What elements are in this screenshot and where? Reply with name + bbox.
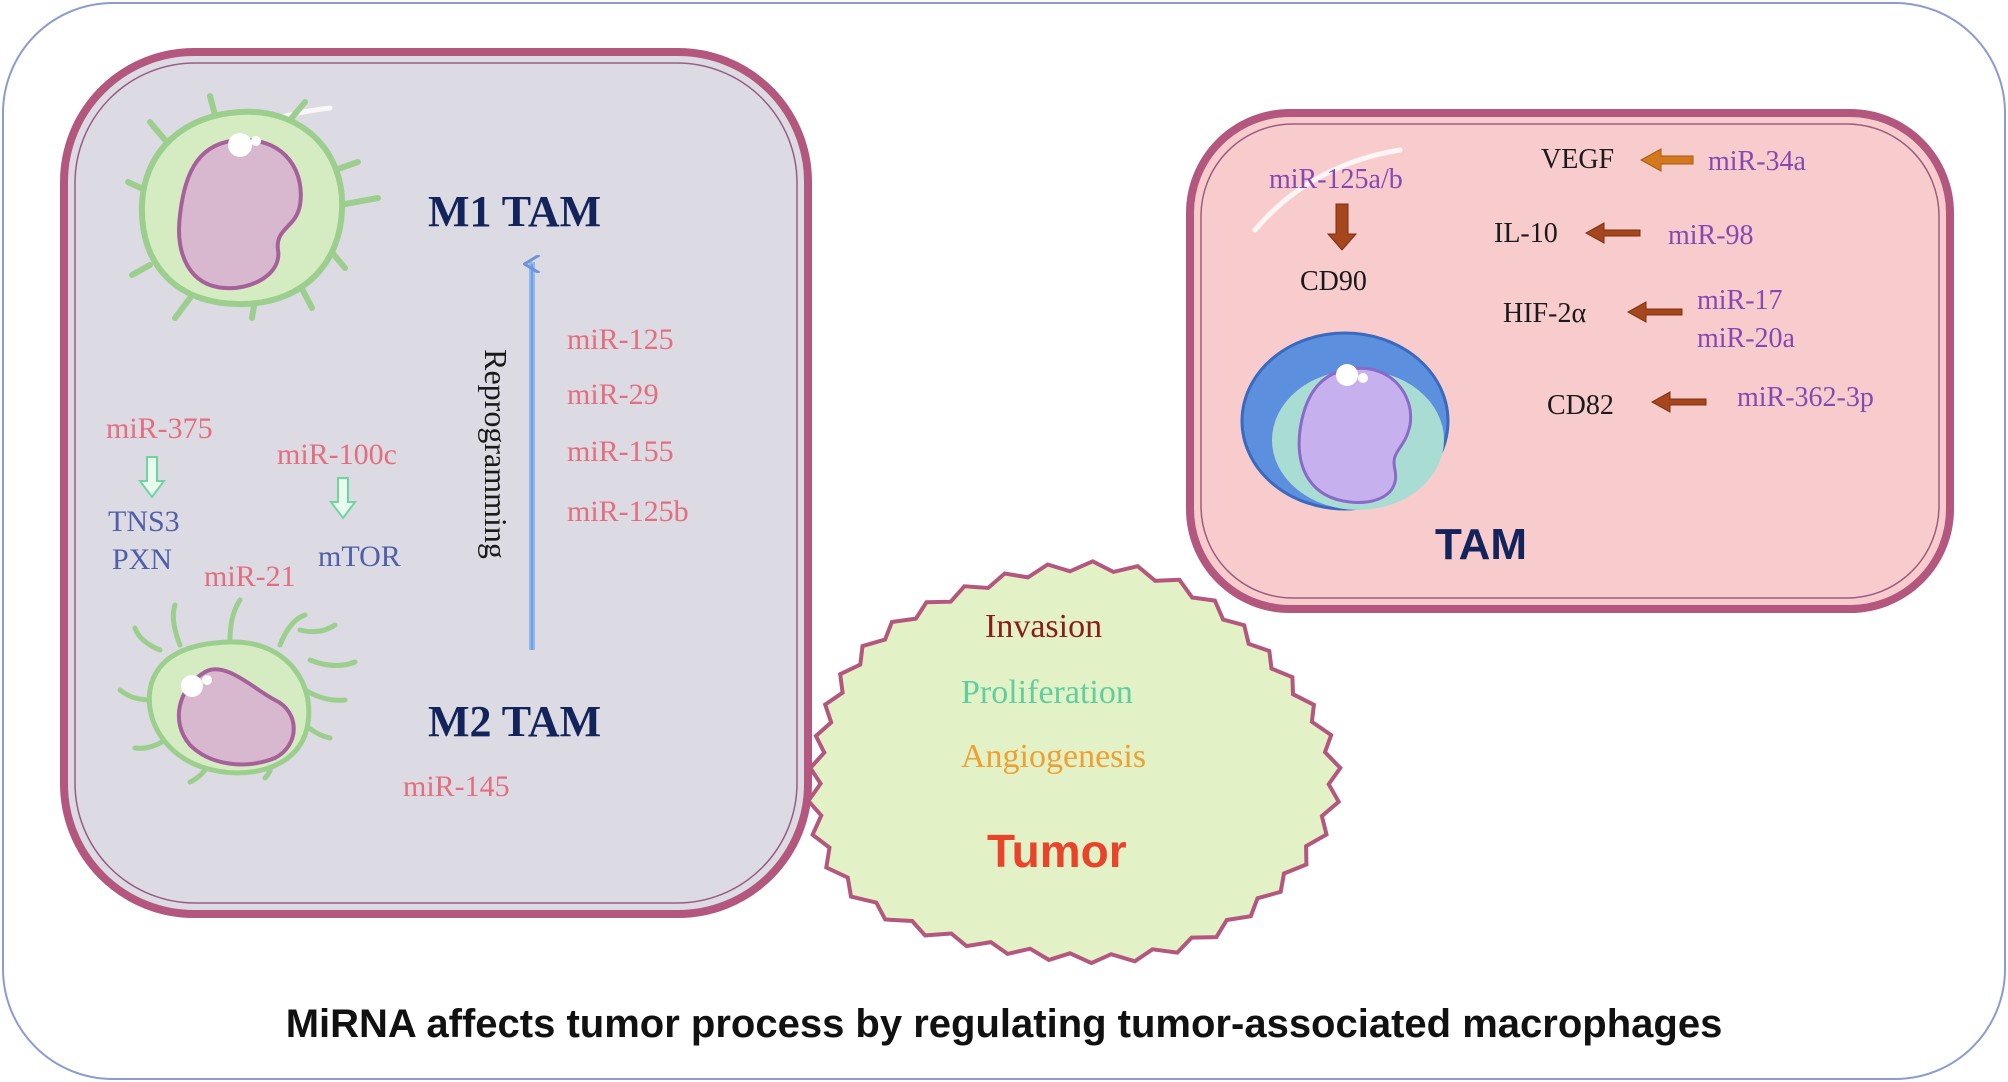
tns3-label: TNS3 (108, 505, 180, 538)
reprogramming-mirna: miR-155 (567, 435, 674, 468)
pxn-label: PXN (112, 543, 173, 576)
cd90-label: CD90 (1300, 266, 1367, 297)
reprogramming-label: Reprogramming (477, 349, 514, 559)
mir100c-arrow (329, 477, 357, 520)
m2-tam-title: M2 TAM (428, 697, 602, 746)
proliferation-label: Proliferation (961, 674, 1133, 711)
tumor-title: Tumor (987, 825, 1127, 877)
mir100c-label: miR-100c (277, 438, 397, 471)
mir34a-label: miR-34a (1708, 146, 1806, 177)
mir125ab-label: miR-125a/b (1269, 164, 1403, 195)
hif2a-label: HIF-2α (1503, 298, 1587, 329)
figure-caption: MiRNA affects tumor process by regulatin… (285, 1002, 1723, 1046)
hif2a-arrow (1626, 301, 1683, 323)
vegf-arrow (1639, 148, 1694, 172)
mir17-label: miR-17 (1697, 285, 1783, 316)
cd82-label: CD82 (1547, 390, 1614, 421)
mir362-3p-label: miR-362-3p (1737, 382, 1874, 413)
m1-macrophage-icon (125, 93, 381, 321)
il10-label: IL-10 (1494, 218, 1558, 249)
tumor-blob (805, 559, 1343, 966)
il10-arrow (1584, 222, 1641, 244)
mir375-arrow (138, 456, 166, 499)
vegf-label: VEGF (1541, 144, 1615, 175)
tam-title: TAM (1435, 520, 1528, 569)
m1-tam-title: M1 TAM (428, 187, 602, 236)
reprogramming-mirna: miR-125 (567, 323, 674, 356)
cd82-arrow (1650, 391, 1707, 413)
invasion-label: Invasion (985, 608, 1103, 645)
angiogenesis-label: Angiogenesis (961, 738, 1147, 775)
mir375-label: miR-375 (106, 412, 213, 445)
tam-cell-icon (1240, 331, 1450, 511)
m2-macrophage-icon (117, 597, 358, 785)
mir125ab-arrow (1326, 203, 1358, 251)
reprogramming-mirna: miR-29 (567, 378, 659, 411)
mir145-label: miR-145 (403, 770, 510, 803)
mtor-label: mTOR (318, 540, 401, 573)
mir20a-label: miR-20a (1697, 323, 1795, 354)
reprogramming-mirna: miR-125b (567, 495, 689, 528)
mir21-label: miR-21 (204, 560, 296, 593)
mir98-label: miR-98 (1668, 220, 1754, 251)
